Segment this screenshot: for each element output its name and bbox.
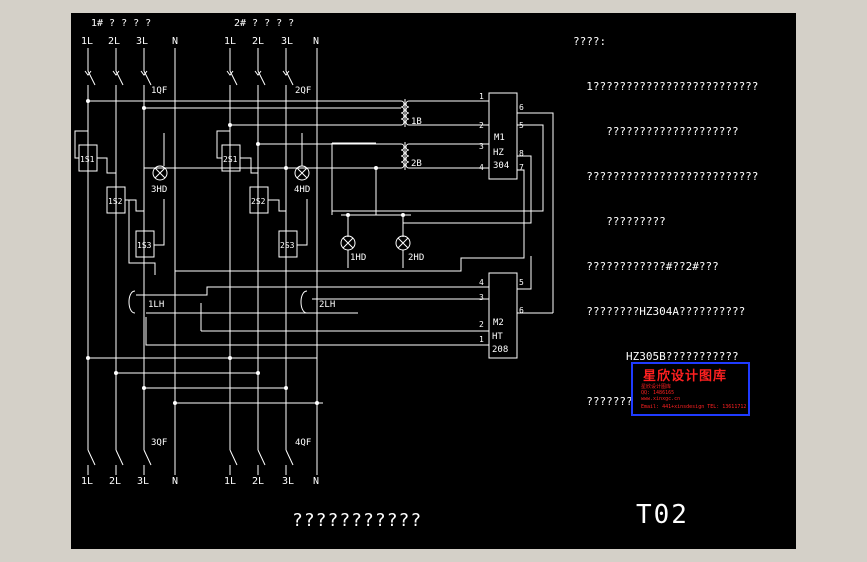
svg-text:2S3: 2S3 bbox=[280, 241, 295, 250]
note-line: ?????????????????????????? bbox=[573, 170, 759, 183]
phase-label: 3L bbox=[137, 476, 149, 487]
svg-text:3HD: 3HD bbox=[151, 185, 167, 195]
phase-label: 1L bbox=[224, 36, 236, 47]
svg-text:208: 208 bbox=[492, 345, 508, 355]
wiring-diagram: 1# ? ? ? ? 2# ? ? ? ? 1L 2L 3L N 1L 2L 3… bbox=[74, 18, 554, 487]
phase-label: N bbox=[313, 36, 319, 47]
svg-text:1HD: 1HD bbox=[350, 253, 366, 263]
svg-text:6: 6 bbox=[519, 306, 524, 315]
svg-text:2: 2 bbox=[479, 121, 484, 130]
svg-text:8: 8 bbox=[519, 149, 524, 158]
drawing-code: T02 bbox=[636, 500, 689, 530]
stamp-line: Email: 441+xinsdesign TEL: 13611712 bbox=[641, 404, 747, 410]
svg-text:4HD: 4HD bbox=[294, 185, 310, 195]
svg-text:1B: 1B bbox=[411, 117, 422, 127]
phase-label: 1L bbox=[81, 476, 93, 487]
stamp-line: QQ: 1486165 bbox=[641, 390, 675, 396]
note-line: ????: bbox=[573, 35, 607, 48]
note-line: ????????HZ304A?????????? bbox=[573, 305, 746, 318]
lamp-3hd: 3HD bbox=[151, 133, 168, 195]
transformer-1b: 1B bbox=[400, 99, 422, 127]
phase-label: N bbox=[313, 476, 319, 487]
svg-text:M1: M1 bbox=[494, 133, 505, 143]
note-line: ????????? bbox=[573, 215, 666, 228]
svg-text:3: 3 bbox=[479, 293, 484, 302]
svg-text:1LH: 1LH bbox=[148, 300, 164, 310]
note-line: ???????????????????? bbox=[573, 125, 739, 138]
svg-text:5: 5 bbox=[519, 278, 524, 287]
relay-1s3: 1S3 bbox=[135, 230, 155, 258]
svg-text:1: 1 bbox=[479, 335, 484, 344]
svg-text:4: 4 bbox=[479, 163, 484, 172]
breaker-label: 2QF bbox=[295, 86, 311, 96]
svg-text:1S1: 1S1 bbox=[80, 155, 95, 164]
relay-2s3: 2S3 bbox=[278, 230, 298, 258]
phase-label: 1L bbox=[81, 36, 93, 47]
junction-dots bbox=[86, 99, 405, 405]
svg-text:4: 4 bbox=[479, 278, 484, 287]
svg-text:6: 6 bbox=[519, 103, 524, 112]
watermark-stamp: 星欣设计图库 星欣设计图库 QQ: 1486165 www.xinxgc.cn … bbox=[631, 362, 750, 416]
stamp-line: 星欣设计图库 bbox=[641, 384, 672, 390]
lamp-1hd: 1HD bbox=[340, 215, 366, 263]
svg-text:304: 304 bbox=[493, 161, 509, 171]
phase-label: 2L bbox=[252, 36, 264, 47]
svg-text:1: 1 bbox=[479, 92, 484, 101]
supply2-label: 2# ? ? ? ? bbox=[234, 18, 294, 29]
supply2-busbars bbox=[226, 48, 318, 475]
phase-label: 2L bbox=[109, 476, 121, 487]
svg-text:2HD: 2HD bbox=[408, 253, 424, 263]
lamp-2hd: 2HD bbox=[395, 215, 424, 263]
svg-text:HT: HT bbox=[492, 332, 503, 342]
svg-text:2B: 2B bbox=[411, 159, 422, 169]
svg-text:2: 2 bbox=[479, 320, 484, 329]
stamp-line: www.xinxgc.cn bbox=[641, 396, 681, 402]
svg-text:1S2: 1S2 bbox=[108, 197, 123, 206]
svg-text:7: 7 bbox=[519, 163, 524, 172]
drawing-canvas: 1# ? ? ? ? 2# ? ? ? ? 1L 2L 3L N 1L 2L 3… bbox=[71, 13, 796, 549]
svg-text:M2: M2 bbox=[493, 318, 504, 328]
current-sensor-2lh: 2LH bbox=[300, 290, 335, 314]
svg-text:1S3: 1S3 bbox=[137, 241, 152, 250]
module-m1: M1 HZ 304 1 2 3 4 6 5 8 7 bbox=[479, 92, 524, 180]
stamp-title: 星欣设计图库 bbox=[643, 369, 728, 384]
transformer-2b: 2B bbox=[400, 142, 422, 170]
current-sensor-1lh: 1LH bbox=[128, 290, 164, 314]
phase-label: 3L bbox=[281, 36, 293, 47]
phase-label: 2L bbox=[108, 36, 120, 47]
phase-label: 1L bbox=[224, 476, 236, 487]
phase-label: 2L bbox=[252, 476, 264, 487]
svg-text:2LH: 2LH bbox=[319, 300, 335, 310]
relay-2s1: 2S1 bbox=[221, 144, 241, 172]
note-line: ????????????#??2#??? bbox=[573, 260, 719, 273]
note-line: 1????????????????????????? bbox=[573, 80, 759, 93]
module-m2: M2 HT 208 4 3 2 1 5 6 bbox=[479, 272, 524, 359]
breaker-label: 1QF bbox=[151, 86, 167, 96]
svg-text:2S1: 2S1 bbox=[223, 155, 238, 164]
svg-text:3: 3 bbox=[479, 142, 484, 151]
phase-label: N bbox=[172, 476, 178, 487]
phase-label: N bbox=[172, 36, 178, 47]
supply1-busbars bbox=[84, 48, 176, 475]
svg-text:HZ: HZ bbox=[493, 148, 504, 158]
phase-label: 3L bbox=[136, 36, 148, 47]
breaker-label: 4QF bbox=[295, 438, 311, 448]
note-line: HZ305B??????????? bbox=[573, 350, 739, 363]
supply1-label: 1# ? ? ? ? bbox=[91, 18, 151, 29]
relay-2s2: 2S2 bbox=[249, 186, 269, 214]
svg-text:2S2: 2S2 bbox=[251, 197, 266, 206]
phase-label: 3L bbox=[282, 476, 294, 487]
drawing-title: ??????????? bbox=[292, 510, 423, 531]
lamp-4hd: 4HD bbox=[294, 133, 310, 195]
breaker-label: 3QF bbox=[151, 438, 167, 448]
design-notes: ????: 1????????????????????????? ???????… bbox=[573, 4, 758, 424]
